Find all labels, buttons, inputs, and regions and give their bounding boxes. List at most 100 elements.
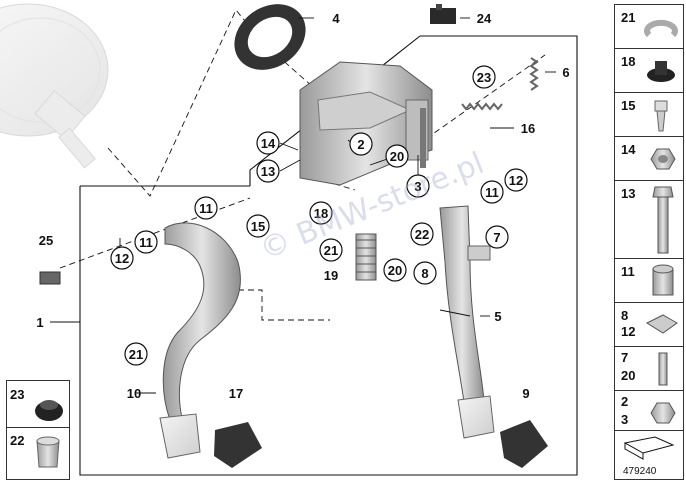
circlip-icon bbox=[644, 19, 678, 38]
legend-number: 21 bbox=[621, 10, 636, 25]
legend-number: 8 bbox=[621, 308, 629, 323]
sub-legend-cell: 23 bbox=[7, 381, 69, 428]
label-12c: 12 bbox=[509, 173, 523, 188]
callout-circle-21a bbox=[319, 238, 343, 262]
legend-cell: 2 3 bbox=[615, 391, 683, 431]
label-23: 23 bbox=[477, 70, 491, 85]
buffer-icon bbox=[647, 61, 675, 82]
callout-circle-15 bbox=[246, 214, 270, 238]
legend-panel: 21 18 15 14 13 11 bbox=[614, 4, 684, 480]
label-9: 9 bbox=[522, 386, 529, 401]
label-14: 14 bbox=[261, 136, 276, 151]
label-12a: 12 bbox=[115, 251, 129, 266]
label-25: 25 bbox=[39, 233, 53, 248]
label-21b: 21 bbox=[129, 347, 143, 362]
spring-assembly bbox=[355, 233, 377, 281]
callout-circle-14 bbox=[256, 131, 280, 155]
label-20a: 20 bbox=[390, 149, 404, 164]
callout-labels: 4 24 6 23 16 14 13 2 20 3 11 12 11 15 18… bbox=[36, 11, 569, 401]
rubber-bushing-icon bbox=[35, 400, 63, 421]
callout-circle-20b bbox=[383, 258, 407, 282]
label-7: 7 bbox=[493, 230, 500, 245]
pedal-bracket bbox=[299, 61, 433, 186]
callout-circle-21b bbox=[124, 342, 148, 366]
legend-cell: 11 bbox=[615, 259, 683, 303]
flange-nut-icon bbox=[650, 402, 676, 424]
legend-cell: 21 bbox=[615, 5, 683, 49]
legend-number: 13 bbox=[621, 186, 636, 201]
callout-circle-20a bbox=[385, 144, 409, 168]
expansion-rivet-icon bbox=[654, 100, 668, 132]
bushing-icon bbox=[36, 436, 60, 468]
sub-legend-number: 23 bbox=[10, 387, 25, 402]
legend-number: 7 bbox=[621, 350, 629, 365]
clutch-pedal bbox=[159, 222, 262, 468]
label-19: 19 bbox=[324, 268, 338, 283]
legend-number: 2 bbox=[621, 394, 629, 409]
callout-circle-11a bbox=[194, 196, 218, 220]
callout-circle-2 bbox=[349, 132, 373, 156]
label-15: 15 bbox=[251, 219, 265, 234]
clip-icon bbox=[645, 314, 678, 334]
wire-clip bbox=[39, 271, 61, 285]
brake-pedal bbox=[439, 205, 548, 468]
callout-circle-12a bbox=[110, 246, 134, 270]
sub-legend-number: 22 bbox=[10, 433, 25, 448]
legend-number: 11 bbox=[621, 264, 635, 279]
callout-circle-3 bbox=[406, 174, 430, 198]
bolt-icon bbox=[652, 186, 674, 254]
legend-footer: 479240 bbox=[615, 431, 683, 479]
callout-circle-13 bbox=[256, 159, 280, 183]
label-20b: 20 bbox=[388, 263, 402, 278]
label-6: 6 bbox=[562, 65, 569, 80]
clip-bracket bbox=[430, 4, 456, 24]
legend-number-secondary: 3 bbox=[621, 412, 629, 427]
leader-lines bbox=[50, 17, 556, 394]
return-springs bbox=[461, 57, 539, 111]
label-2: 2 bbox=[357, 137, 364, 152]
label-24: 24 bbox=[477, 11, 492, 26]
legend-number-secondary: 20 bbox=[621, 368, 636, 383]
pin-icon bbox=[658, 352, 668, 386]
label-18: 18 bbox=[314, 206, 328, 221]
legend-cell: 18 bbox=[615, 49, 683, 93]
legend-number: 15 bbox=[621, 98, 636, 113]
callout-circle-8 bbox=[413, 261, 437, 285]
callout-circle-7 bbox=[485, 225, 509, 249]
label-16: 16 bbox=[521, 121, 535, 136]
sleeve-icon bbox=[652, 264, 674, 296]
label-11b: 11 bbox=[139, 235, 153, 250]
label-22: 22 bbox=[415, 227, 429, 242]
legend-cell: 14 bbox=[615, 137, 683, 181]
label-21a: 21 bbox=[324, 243, 338, 258]
label-11c: 11 bbox=[485, 185, 499, 200]
label-13: 13 bbox=[261, 164, 275, 179]
legend-cell: 8 12 bbox=[615, 303, 683, 347]
reference-arrow-icon bbox=[623, 436, 675, 460]
gasket-ring bbox=[234, 4, 306, 70]
legend-number-secondary: 12 bbox=[621, 324, 636, 339]
legend-cell: 7 20 bbox=[615, 347, 683, 391]
callout-markers bbox=[110, 65, 528, 366]
legend-number: 18 bbox=[621, 54, 636, 69]
callout-circle-22 bbox=[410, 222, 434, 246]
label-1: 1 bbox=[36, 315, 43, 330]
label-8: 8 bbox=[421, 266, 428, 281]
legend-cell: 13 bbox=[615, 181, 683, 259]
label-3: 3 bbox=[414, 179, 421, 194]
sub-legend-cell: 22 bbox=[7, 427, 69, 479]
legend-cell: 15 bbox=[615, 93, 683, 137]
legend-number: 14 bbox=[621, 142, 636, 157]
callout-circle-18 bbox=[309, 201, 333, 225]
label-5: 5 bbox=[494, 309, 501, 324]
hex-nut-icon bbox=[650, 148, 676, 170]
label-4: 4 bbox=[332, 11, 340, 26]
callout-circle-23 bbox=[472, 65, 496, 89]
sub-legend-panel: 23 22 bbox=[6, 380, 70, 480]
callout-circle-11b bbox=[134, 230, 158, 254]
brake-booster-ghost bbox=[0, 3, 109, 169]
label-17: 17 bbox=[229, 386, 243, 401]
figure-number: 479240 bbox=[623, 466, 657, 477]
